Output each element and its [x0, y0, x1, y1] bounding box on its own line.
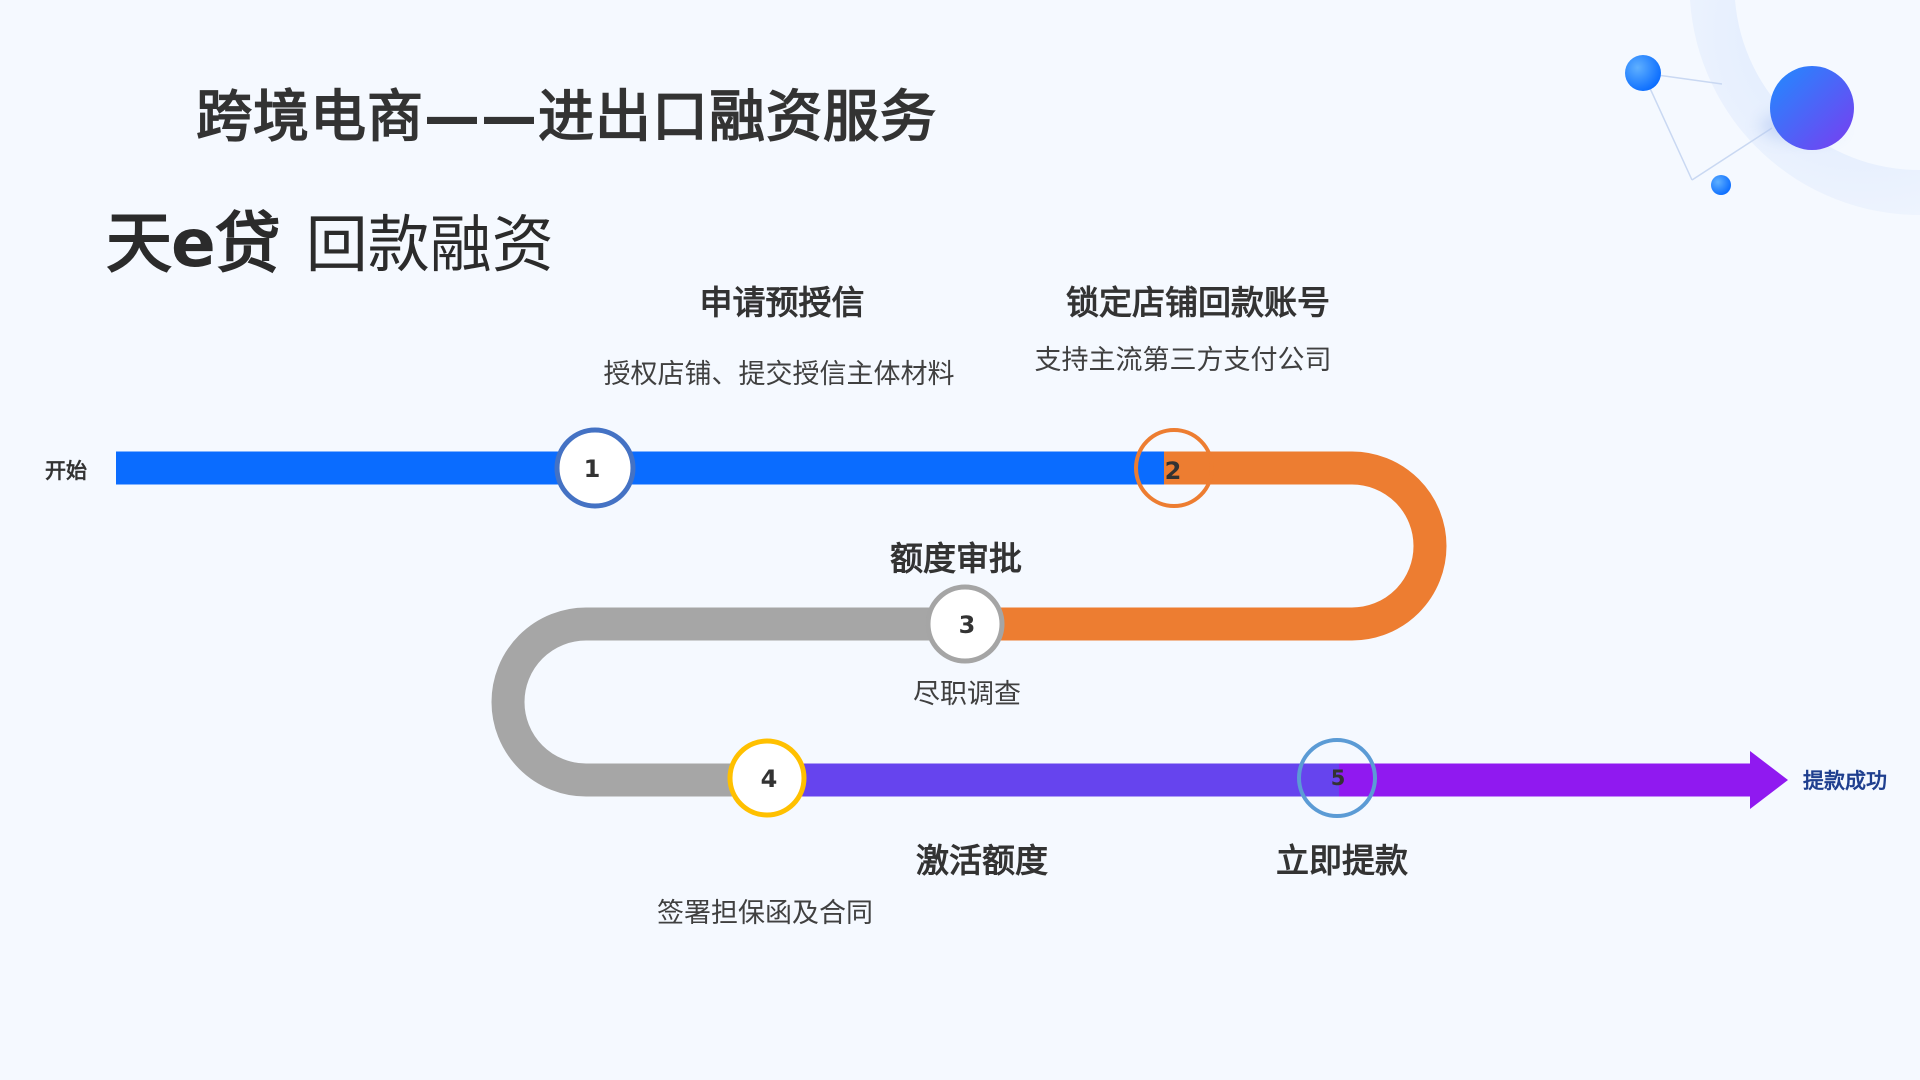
step-title-1: 申请预授信	[699, 283, 865, 322]
step-node-2	[1134, 428, 1214, 508]
step-desc-2: 支持主流第三方支付公司	[1034, 345, 1332, 376]
product-name: 回款融资	[305, 208, 554, 281]
step-number-3: 3	[959, 611, 976, 639]
step-node-4	[727, 738, 807, 818]
product-brand: 天e贷	[106, 205, 281, 282]
step-desc-1: 授权店铺、提交授信主体材料	[603, 359, 955, 390]
end-arrow-head	[1750, 751, 1788, 809]
step-number-1: 1	[584, 455, 601, 483]
segment-2-to-3	[996, 451, 1447, 641]
segment-3-to-4	[491, 607, 996, 797]
decorative-ring	[1690, 0, 1920, 216]
step-desc-3: 尽职调查	[913, 679, 1021, 710]
step-number-5: 5	[1331, 766, 1346, 790]
end-label: 提款成功	[1803, 769, 1887, 793]
slide-title: 跨境电商——进出口融资服务	[196, 85, 937, 150]
step-node-5	[1297, 738, 1377, 818]
step-number-2: 2	[1165, 457, 1182, 485]
step-desc-4: 签署担保函及合同	[657, 898, 873, 929]
step-number-4: 4	[761, 765, 778, 793]
step-title-4: 激活额度	[916, 841, 1048, 880]
step-node-3	[925, 584, 1005, 664]
start-label: 开始	[45, 459, 87, 483]
step-node-1	[554, 427, 636, 509]
tiny-orb	[1711, 175, 1731, 195]
large-orb	[1770, 66, 1854, 150]
small-orb	[1625, 55, 1661, 91]
decorative-orbs	[1625, 0, 1920, 216]
step-title-2: 锁定店铺回款账号	[1066, 283, 1330, 322]
step-title-3: 额度审批	[890, 539, 1022, 578]
step-title-5: 立即提款	[1276, 841, 1408, 880]
product-heading: 天e贷回款融资	[106, 190, 554, 286]
